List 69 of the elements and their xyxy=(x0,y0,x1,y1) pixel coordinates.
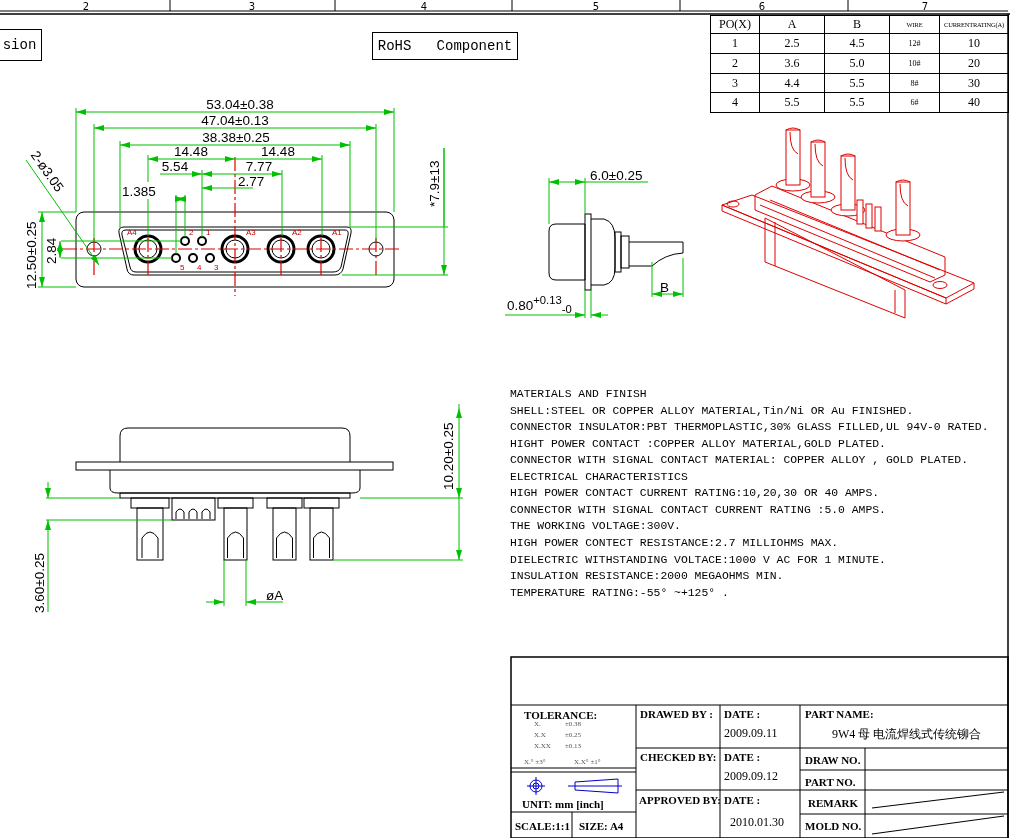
dimension-text: 53.04±0.38 xyxy=(206,97,274,112)
pin-number: A4 xyxy=(127,228,137,237)
spec-text: CONNECTOR INSULATOR:PBT THERMOPLASTIC,30% GLASS FILLED,UL 94V-0 RATED. xyxy=(510,421,989,434)
dimension-text: B xyxy=(660,280,669,295)
column-number: 3 xyxy=(248,1,256,12)
dimension-text: 2.77 xyxy=(238,174,265,189)
title-block-label: DATE : xyxy=(724,751,761,763)
spec-text: THE WORKING VOLTAGE:300V. xyxy=(510,520,681,533)
pin-number: 1 xyxy=(206,228,211,237)
dimension-text: øA xyxy=(266,588,284,603)
dimension-text: *7.9±13 xyxy=(427,160,442,207)
dimension-text: 5.54 xyxy=(161,159,189,174)
dimension-text: 2.84 xyxy=(44,237,59,264)
title-block-value: 9W4 母 电流焊线式传统铆合 xyxy=(832,726,982,743)
dimension-text: 47.04±0.13 xyxy=(201,113,269,128)
title-block-label: TOLERANCE: xyxy=(524,709,598,721)
column-number: 7 xyxy=(921,1,929,12)
spec-text: HIGH POWER CONTECT RESISTANCE:2.7 MILLIOHMS MAX. xyxy=(510,536,839,549)
pin-number: A2 xyxy=(292,228,302,237)
title-block-label: PART NO. xyxy=(805,776,856,788)
title-block-label: MOLD NO. xyxy=(805,820,862,832)
title-block-label: UNIT: mm [inch] xyxy=(522,798,604,810)
pin-number: A3 xyxy=(246,228,256,237)
column-number: 5 xyxy=(592,1,600,12)
pin-number: 2 xyxy=(189,228,194,237)
title-block-value: 2009.09.11 xyxy=(724,726,778,741)
spec-text: CONNECTOR WITH SIGNAL CONTACT CURRENT RATING :5.0 AMPS. xyxy=(510,503,886,516)
pin-number: 3 xyxy=(214,263,219,272)
table-cell: 4 xyxy=(710,92,760,113)
pin-number: 4 xyxy=(197,263,202,272)
title-block-label: CHECKED BY: xyxy=(640,751,717,763)
spec-text: INSULATION RESISTANCE:2000 MEGAOHMS MIN. xyxy=(510,570,784,583)
dimension-text: 7.77 xyxy=(245,159,273,174)
spec-text: CONNECTOR WITH SIGNAL CONTACT MATERIAL: COPPER ALLOY , GOLD PLATED. xyxy=(510,454,968,467)
spec-heading: MATERIALS AND FINISH xyxy=(510,388,647,400)
title-block-label: REMARK xyxy=(808,797,859,809)
title-block-label: SCALE:1:1 xyxy=(515,820,570,832)
spec-heading: ELECTRICAL CHARACTERISTICS xyxy=(510,470,688,483)
dimension-text: 3.60±0.25 xyxy=(32,553,47,613)
title-block-value: 2009.09.12 xyxy=(724,769,778,784)
pin-number: 5 xyxy=(180,263,185,272)
title-block-label: DATE : xyxy=(724,708,761,720)
title-block-label: DRAWED BY : xyxy=(640,708,713,720)
spec-text: HIGHT POWER CONTACT :COPPER ALLOY MATERIAL,GOLD PLATED. xyxy=(510,437,886,450)
label-box: RoHS Component xyxy=(372,32,518,60)
title-block-value: 2010.01.30 xyxy=(730,815,784,830)
table-cell: 40 xyxy=(939,92,1009,113)
title-block-label: DRAW NO. xyxy=(805,754,861,766)
spec-text: TEMPERATURE RATING:-55° ~+125° . xyxy=(510,586,729,599)
label-box: sion xyxy=(0,29,42,61)
dimension-text: 10.20±0.25 xyxy=(441,422,456,490)
title-block-label: DATE : xyxy=(724,794,761,806)
dimension-text: 14.48 xyxy=(174,144,208,159)
pin-number: A1 xyxy=(332,228,342,237)
dimension-text: 12.50±0.25 xyxy=(24,221,39,289)
title-block-label: SIZE: A4 xyxy=(579,820,624,832)
title-block-label: APPROVED BY: xyxy=(639,794,721,806)
dimension-text: 14.48 xyxy=(261,144,295,159)
dimension-text: 6.0±0.25 xyxy=(590,168,643,183)
spec-text: DIELECTRIC WITHSTANDING VOLTACE:1000 V AC FOR 1 MINUTE. xyxy=(510,553,886,566)
title-block-label: PART NAME: xyxy=(805,708,874,720)
spec-text: HIGH POWER CONTACT CURRENT RATING:10,20,30 OR 40 AMPS. xyxy=(510,487,880,500)
column-number: 2 xyxy=(82,1,90,12)
dimension-text: 1.385 xyxy=(122,184,156,199)
spec-text: SHELL:STEEL OR COPPER ALLOY MATERIAL,Tin/Ni OR Au FINISHED. xyxy=(510,404,914,417)
column-number: 4 xyxy=(420,1,428,12)
table-header-cell: PO(X) xyxy=(710,15,760,34)
column-number: 6 xyxy=(758,1,766,12)
dimension-text: 38.38±0.25 xyxy=(202,130,270,145)
